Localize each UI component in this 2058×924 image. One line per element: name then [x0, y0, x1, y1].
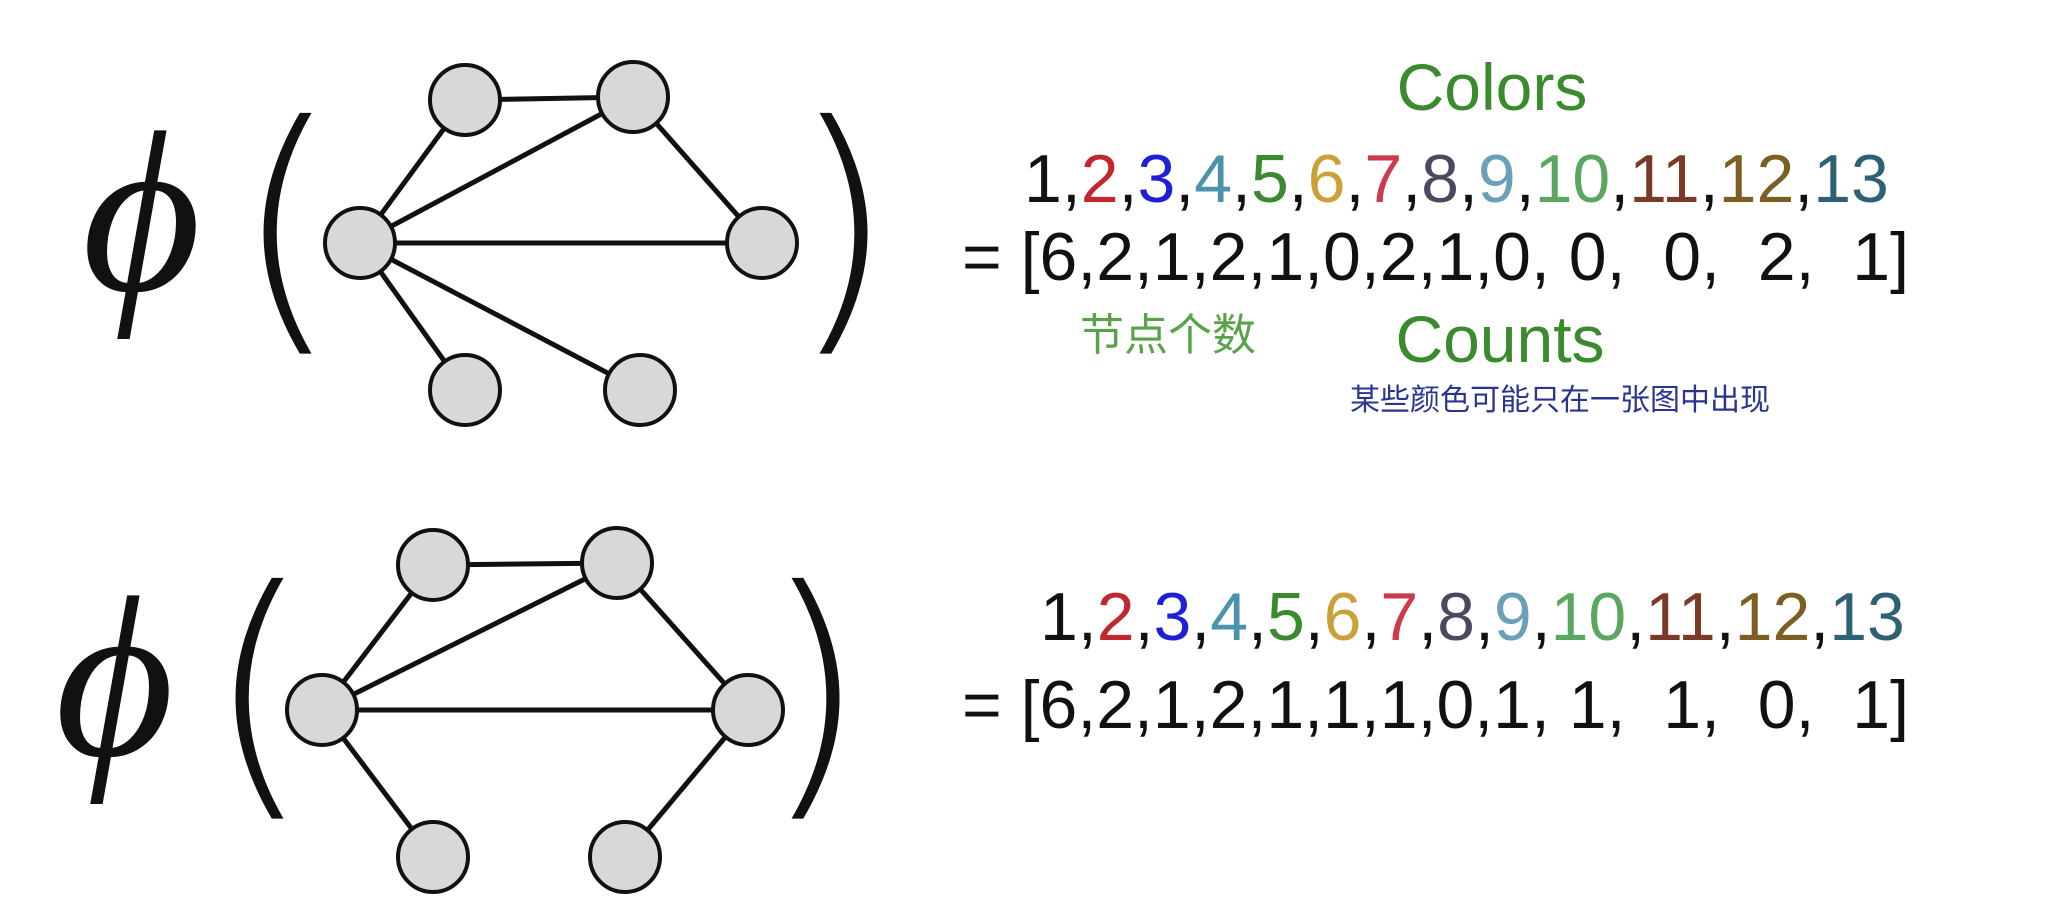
color-index-6: 6	[1308, 141, 1346, 217]
color-index-12: 12	[1735, 579, 1811, 655]
graph-edge	[357, 94, 636, 246]
graph-1-expression: ϕ ( )	[82, 60, 895, 427]
color-index-2: 2	[1081, 141, 1119, 217]
graph-node	[580, 526, 654, 600]
comma-separator: ,	[1516, 141, 1535, 217]
graph-node	[596, 60, 670, 134]
color-index-12: 12	[1719, 141, 1795, 217]
color-index-4: 4	[1210, 579, 1248, 655]
comma-separator: ,	[1418, 579, 1437, 655]
color-index-13: 13	[1829, 579, 1905, 655]
color-index-13: 13	[1813, 141, 1889, 217]
color-index-row-2: 1,2,3,4,5,6,7,8,9,10,11,12,13	[1040, 579, 1905, 655]
comma-separator: ,	[1078, 579, 1097, 655]
close-paren-1: )	[790, 67, 895, 382]
comma-separator: ,	[1175, 141, 1194, 217]
color-index-6: 6	[1324, 579, 1362, 655]
graph-node	[396, 820, 470, 894]
color-index-row-1: 1,2,3,4,5,6,7,8,9,10,11,12,13	[1024, 141, 1889, 217]
close-paren-2: )	[762, 532, 867, 847]
comma-separator: ,	[1610, 141, 1629, 217]
counts-vector-2: = [6,2,1,2,1,1,1,0,1, 1, 1, 0, 1]	[962, 667, 1909, 743]
comma-separator: ,	[1346, 141, 1365, 217]
color-index-8: 8	[1437, 579, 1475, 655]
comma-separator: ,	[1232, 141, 1251, 217]
phi-symbol-2: ϕ	[55, 550, 174, 805]
color-index-1: 1	[1024, 141, 1062, 217]
graph-node	[588, 820, 662, 894]
comma-separator: ,	[1475, 579, 1494, 655]
graph-2-drawing	[285, 526, 785, 894]
comma-separator: ,	[1459, 141, 1478, 217]
graph-node	[285, 673, 359, 747]
graph-node	[711, 673, 785, 747]
graph-node	[725, 206, 799, 280]
color-index-10: 10	[1535, 141, 1611, 217]
color-index-2: 2	[1097, 579, 1135, 655]
comma-separator: ,	[1626, 579, 1645, 655]
counts-vector-1: = [6,2,1,2,1,0,2,1,0, 0, 0, 2, 1]	[962, 219, 1909, 295]
comma-separator: ,	[1810, 579, 1829, 655]
color-index-7: 7	[1380, 579, 1418, 655]
color-index-10: 10	[1551, 579, 1627, 655]
color-index-4: 4	[1194, 141, 1232, 217]
comma-separator: ,	[1062, 141, 1081, 217]
comma-separator: ,	[1532, 579, 1551, 655]
comma-separator: ,	[1289, 141, 1308, 217]
color-index-9: 9	[1478, 141, 1516, 217]
comma-separator: ,	[1191, 579, 1210, 655]
comma-separator: ,	[1716, 579, 1735, 655]
color-index-8: 8	[1421, 141, 1459, 217]
graph-1-drawing	[323, 60, 799, 427]
color-index-5: 5	[1267, 579, 1305, 655]
unique-color-note: 某些颜色可能只在一张图中出现	[1350, 383, 1770, 418]
comma-separator: ,	[1402, 141, 1421, 217]
node-count-note: 节点个数	[1080, 310, 1256, 361]
graph-node	[323, 206, 397, 280]
graph-node	[396, 528, 470, 602]
comma-separator: ,	[1362, 579, 1381, 655]
color-index-9: 9	[1494, 579, 1532, 655]
counts-title: Counts	[1395, 302, 1604, 376]
comma-separator: ,	[1135, 579, 1154, 655]
color-index-11: 11	[1645, 579, 1716, 655]
comma-separator: ,	[1119, 141, 1138, 217]
color-index-7: 7	[1364, 141, 1402, 217]
comma-separator: ,	[1248, 579, 1267, 655]
open-paren-1: (	[234, 67, 339, 382]
graph-edge	[319, 560, 620, 713]
color-index-3: 3	[1153, 579, 1191, 655]
color-index-5: 5	[1251, 141, 1289, 217]
graph-edge	[357, 240, 643, 393]
phi-symbol-1: ϕ	[82, 85, 201, 340]
comma-separator: ,	[1794, 141, 1813, 217]
graph-node	[603, 353, 677, 427]
comma-separator: ,	[1700, 141, 1719, 217]
graph-2-expression: ϕ ( )	[55, 526, 867, 894]
graph-node	[428, 353, 502, 427]
color-index-1: 1	[1040, 579, 1078, 655]
color-index-3: 3	[1137, 141, 1175, 217]
graph-node	[428, 63, 502, 137]
color-index-11: 11	[1629, 141, 1700, 217]
colors-title: Colors	[1397, 50, 1588, 124]
comma-separator: ,	[1305, 579, 1324, 655]
